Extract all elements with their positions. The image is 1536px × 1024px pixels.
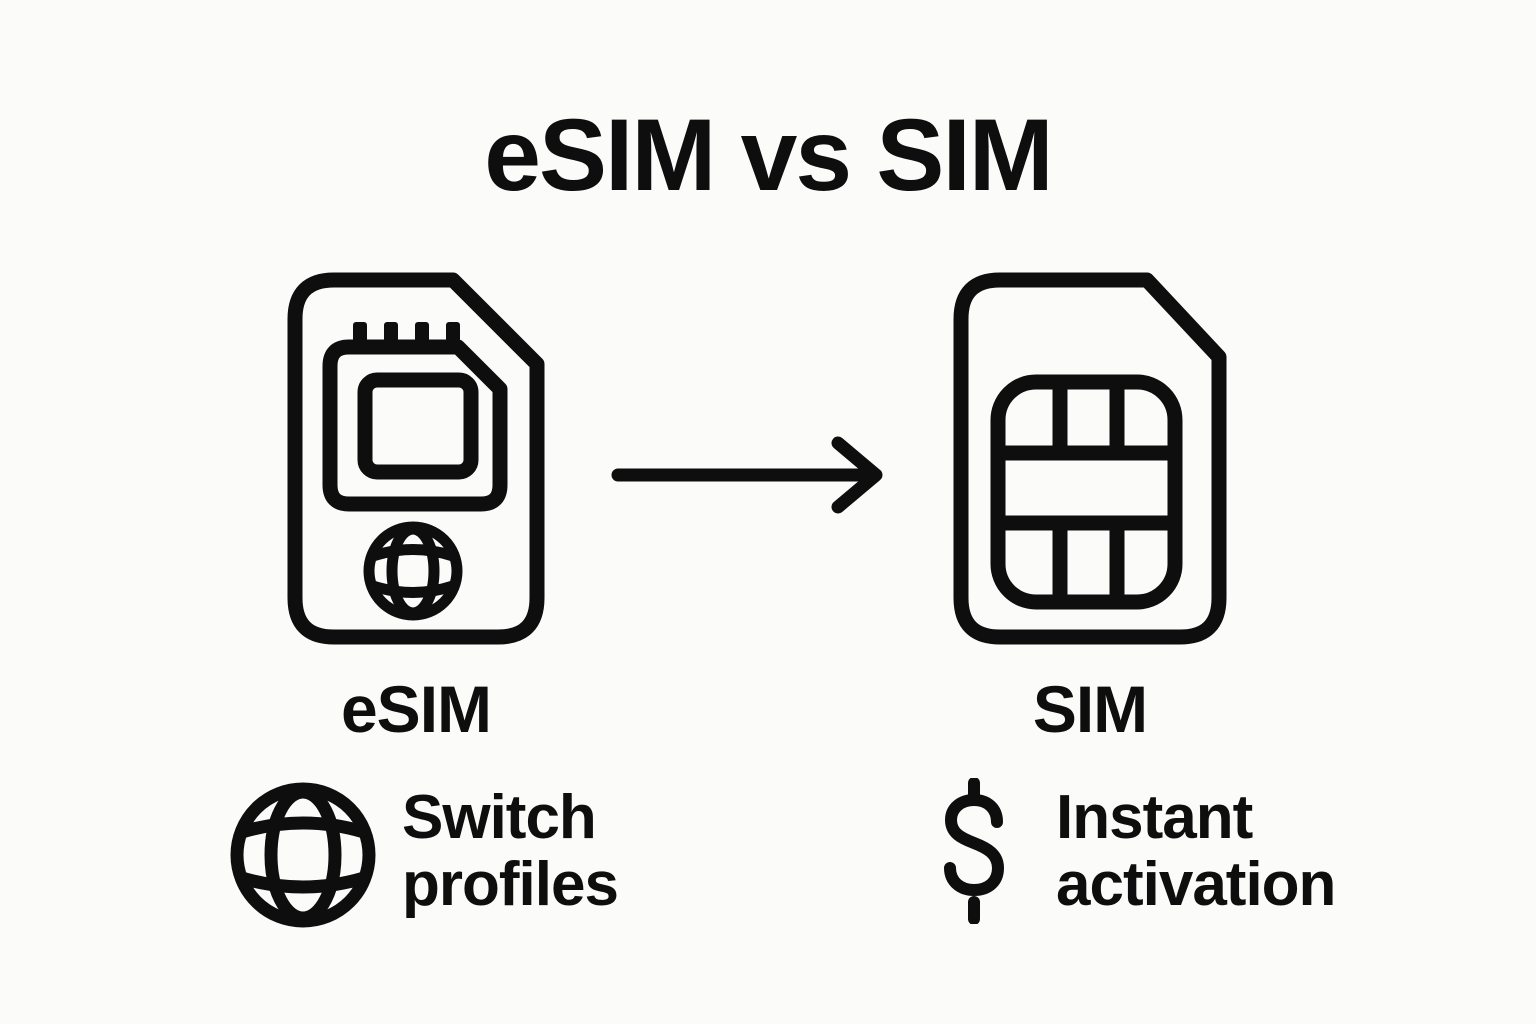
globe-icon <box>230 782 376 928</box>
switch-profiles-text: Switch profiles <box>402 783 619 919</box>
feature-line: Switch <box>402 783 597 852</box>
page-title: eSIM vs SIM <box>484 98 1054 212</box>
sim-label: SIM <box>1032 672 1148 746</box>
chip-pins-icon <box>353 322 460 342</box>
esim-card-icon <box>287 272 545 645</box>
instant-activation-text: Instant activation <box>1056 783 1336 919</box>
dollar-icon <box>944 778 1004 924</box>
embedded-globe-icon <box>363 521 463 621</box>
right-arrow-icon <box>611 436 883 514</box>
sim-card-icon <box>953 272 1227 645</box>
feature-line: activation <box>1056 850 1336 919</box>
feature-line: profiles <box>402 850 619 919</box>
feature-line: Instant <box>1056 783 1253 852</box>
esim-label: eSIM <box>340 672 492 746</box>
